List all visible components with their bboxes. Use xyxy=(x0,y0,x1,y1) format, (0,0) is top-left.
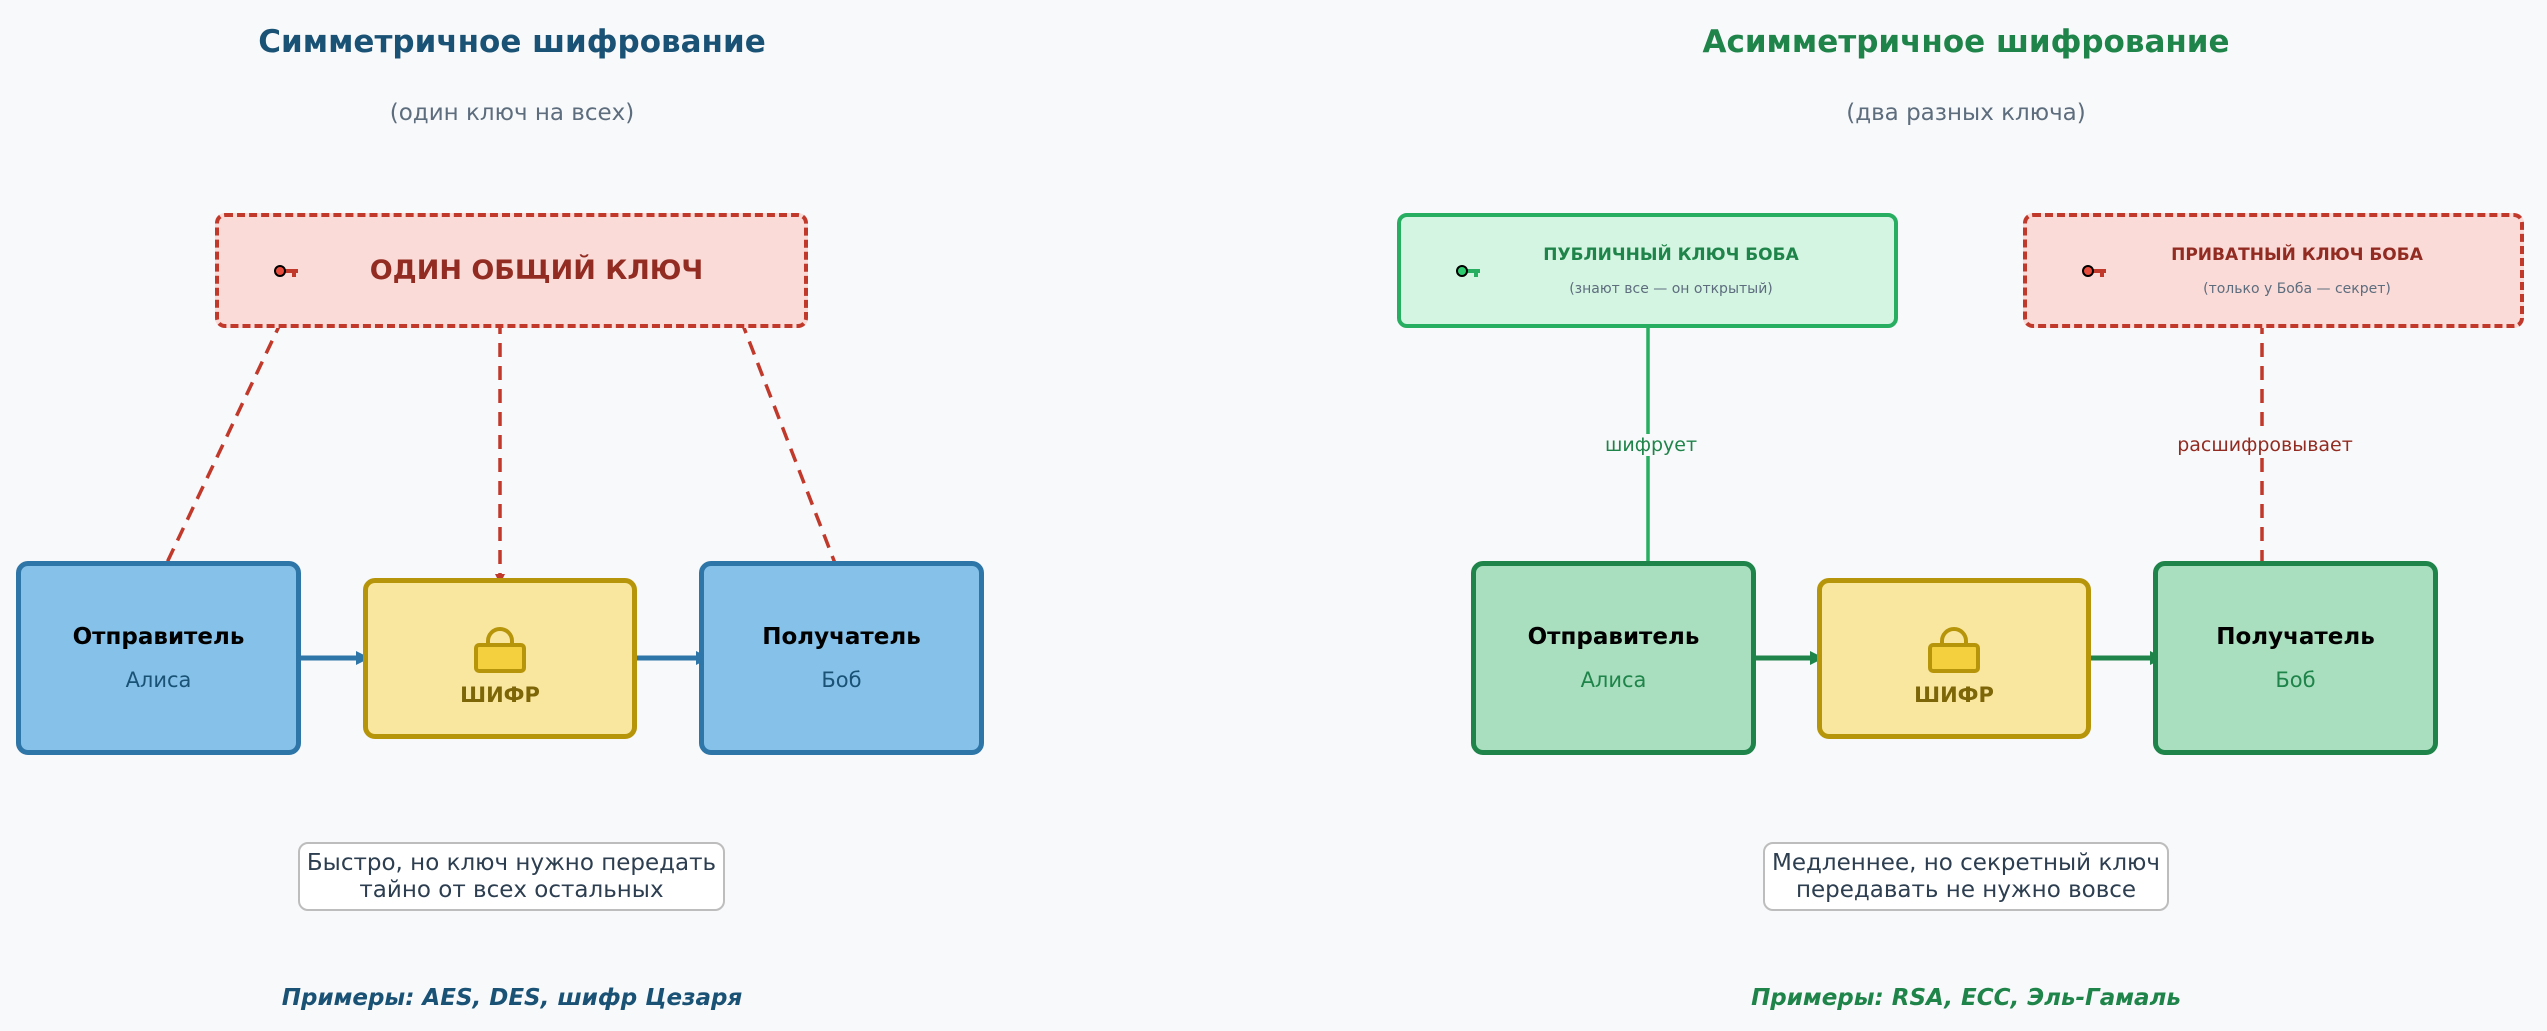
sym-sender-person: Алиса xyxy=(125,668,192,692)
asymmetric-note-line2: передавать не нужно вовсе xyxy=(1795,876,2137,903)
private-key-title: ПРИВАТНЫЙ КЛЮЧ БОБА xyxy=(2171,245,2423,265)
symmetric-examples: Примеры: AES, DES, шифр Цезаря xyxy=(281,985,743,1011)
asym-cipher-box: ШИФР xyxy=(1817,578,2091,739)
lock-icon xyxy=(474,626,526,673)
private-key-icon xyxy=(2082,265,2106,277)
encrypts-label: шифрует xyxy=(1588,434,1714,456)
sym-cipher-label: ШИФР xyxy=(460,682,540,707)
public-key-title: ПУБЛИЧНЫЙ КЛЮЧ БОБА xyxy=(1543,245,1799,265)
asym-receiver-box: Получатель Боб xyxy=(2153,561,2438,755)
public-key-subtitle: (знают все — он открытый) xyxy=(1569,281,1773,297)
symmetric-note-line2: тайно от всех остальных xyxy=(359,876,664,903)
sym-sender-box: Отправитель Алиса xyxy=(16,561,301,755)
symmetric-note: Быстро, но ключ нужно передать тайно от … xyxy=(298,842,725,911)
sym-cipher-box: ШИФР xyxy=(363,578,637,739)
sym-receiver-person: Боб xyxy=(821,668,862,692)
asymmetric-title: Асимметричное шифрование xyxy=(1702,24,2230,60)
shared-key-box: ОДИН ОБЩИЙ КЛЮЧ xyxy=(215,213,808,328)
public-key-box: ПУБЛИЧНЫЙ КЛЮЧ БОБА (знают все — он откр… xyxy=(1397,213,1898,328)
asymmetric-subtitle: (два разных ключа) xyxy=(1846,100,2086,126)
asym-cipher-label: ШИФР xyxy=(1914,682,1994,707)
symmetric-subtitle: (один ключ на всех) xyxy=(389,100,635,126)
asym-sender-person: Алиса xyxy=(1580,668,1647,692)
symmetric-note-line1: Быстро, но ключ нужно передать xyxy=(306,849,717,876)
sym-sender-name: Отправитель xyxy=(72,624,245,650)
asym-sender-box: Отправитель Алиса xyxy=(1471,561,1756,755)
asymmetric-examples: Примеры: RSA, ECC, Эль-Гамаль xyxy=(1751,985,2181,1011)
decrypts-label: расшифровывает xyxy=(2172,434,2358,456)
asym-lock-icon xyxy=(1928,626,1980,673)
asym-receiver-name: Получатель xyxy=(2216,624,2375,650)
public-key-icon xyxy=(1456,265,1480,277)
asymmetric-note-line1: Медленнее, но секретный ключ xyxy=(1771,849,2160,876)
private-key-box: ПРИВАТНЫЙ КЛЮЧ БОБА (только у Боба — сек… xyxy=(2023,213,2524,328)
asym-sender-name: Отправитель xyxy=(1527,624,1700,650)
key-to-receiver-arrow xyxy=(739,319,840,573)
symmetric-title: Симметричное шифрование xyxy=(258,24,766,60)
key-to-sender-arrow xyxy=(161,319,284,573)
asymmetric-note: Медленнее, но секретный ключ передавать … xyxy=(1763,842,2169,911)
shared-key-label: ОДИН ОБЩИЙ КЛЮЧ xyxy=(369,255,704,286)
sym-receiver-name: Получатель xyxy=(762,624,921,650)
private-key-subtitle: (только у Боба — секрет) xyxy=(2203,281,2391,297)
key-icon xyxy=(274,265,298,277)
sym-receiver-box: Получатель Боб xyxy=(699,561,984,755)
asym-receiver-person: Боб xyxy=(2275,668,2316,692)
